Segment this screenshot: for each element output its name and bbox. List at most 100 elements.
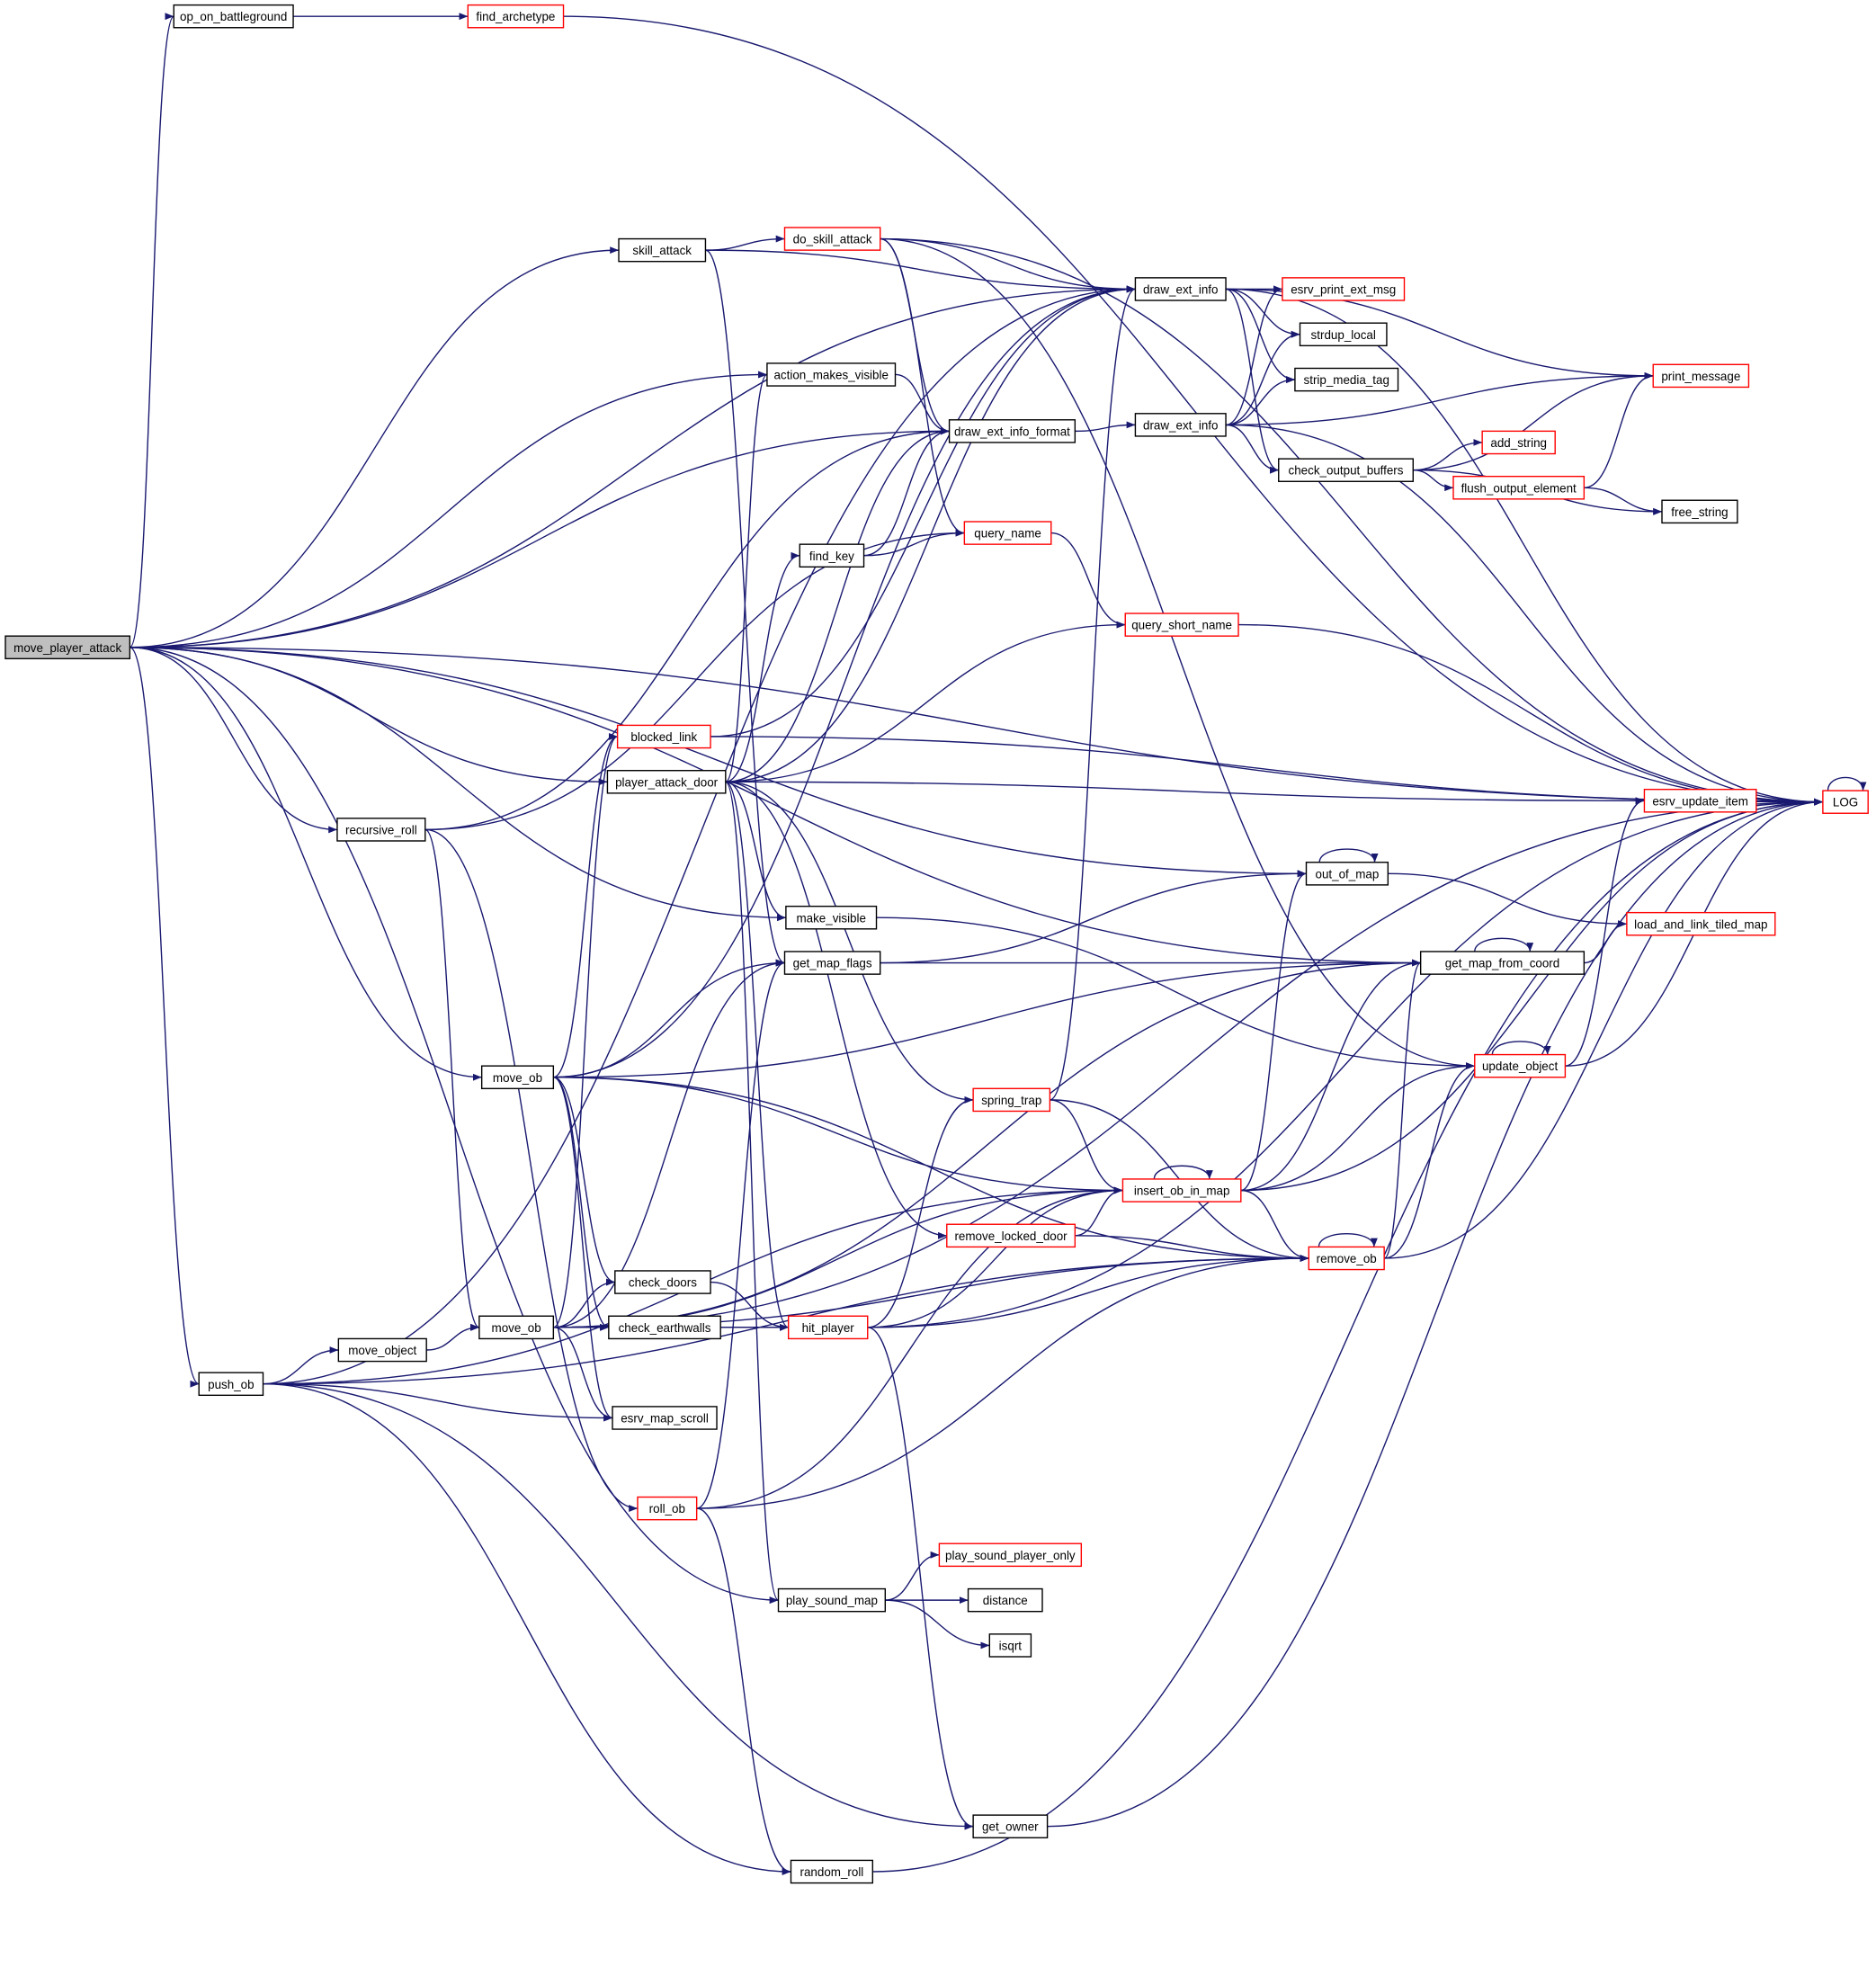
node-box bbox=[337, 1337, 427, 1363]
node-roll-ob[interactable]: roll_ob bbox=[637, 1496, 698, 1521]
node-flush-output-element[interactable]: flush_output_element bbox=[1452, 475, 1586, 500]
edge-hit_player-to-remove_ob bbox=[867, 1255, 1309, 1328]
node-add-string[interactable]: add_string bbox=[1481, 430, 1556, 455]
edge-move_player_attack-to-draw_ext_info_format bbox=[130, 427, 950, 648]
edge-push_ob-to-move_object bbox=[263, 1346, 339, 1385]
node-move-player-attack[interactable]: move_player_attack bbox=[4, 635, 131, 660]
node-move-ob-1[interactable]: move_ob bbox=[480, 1065, 555, 1090]
node-update-object[interactable]: update_object bbox=[1474, 1053, 1567, 1078]
node-box bbox=[608, 1315, 721, 1340]
node-esrv-update-item[interactable]: esrv_update_item bbox=[1643, 788, 1757, 813]
node-box bbox=[1419, 951, 1586, 975]
node-query-name[interactable]: query_name bbox=[963, 521, 1052, 545]
node-make-visible[interactable]: make_visible bbox=[785, 905, 878, 930]
node-box bbox=[1652, 363, 1750, 389]
node-check-doors[interactable]: check_doors bbox=[614, 1270, 711, 1294]
node-draw-ext-info[interactable]: draw_ext_info bbox=[1134, 277, 1227, 301]
node-box bbox=[946, 1223, 1076, 1248]
node-box bbox=[777, 1587, 887, 1613]
edge-query_short_name-to-LOG bbox=[1238, 623, 1823, 806]
node-op-on-battleground[interactable]: op_on_battleground bbox=[173, 4, 294, 29]
node-label: remove_ob bbox=[1317, 1252, 1377, 1265]
node-blocked-link[interactable]: blocked_link bbox=[616, 724, 711, 749]
edge-out_of_map-to-load_and_link_tiled_map bbox=[1388, 872, 1627, 928]
node-label: action_makes_visible bbox=[773, 369, 888, 382]
node-LOG[interactable]: LOG bbox=[1822, 790, 1869, 814]
node-recursive-roll[interactable]: recursive_roll bbox=[336, 818, 426, 842]
edge-insert_ob_in_map-to-insert_ob_in_map bbox=[1153, 1165, 1213, 1180]
node-box bbox=[1305, 862, 1389, 886]
node-esrv-map-scroll[interactable]: esrv_map_scroll bbox=[612, 1406, 718, 1430]
node-label: print_message bbox=[1661, 370, 1740, 383]
edge-player_attack_door-to-esrv_update_item bbox=[725, 781, 1645, 805]
node-box bbox=[1626, 911, 1776, 936]
node-action-makes-visible[interactable]: action_makes_visible bbox=[766, 362, 897, 387]
edge-push_ob-to-random_roll bbox=[263, 1383, 791, 1875]
edge-update_object-to-update_object bbox=[1491, 1041, 1551, 1055]
node-load-and-link-tiled-map[interactable]: load_and_link_tiled_map bbox=[1626, 911, 1776, 936]
node-box bbox=[1308, 1246, 1385, 1271]
node-isqrt[interactable]: isqrt bbox=[988, 1633, 1032, 1658]
node-strdup-local[interactable]: strdup_local bbox=[1299, 322, 1388, 347]
edge-draw_ext_info_2-to-check_output_buffers bbox=[1226, 424, 1279, 474]
node-box bbox=[1474, 1053, 1567, 1078]
node-draw-ext-info-2[interactable]: draw_ext_info bbox=[1134, 413, 1227, 437]
edge-find_archetype-to-LOG bbox=[563, 15, 1823, 806]
edge-player_attack_door-to-action_makes_visible bbox=[725, 371, 768, 782]
node-box bbox=[616, 724, 711, 749]
node-hit-player[interactable]: hit_player bbox=[787, 1315, 869, 1340]
node-do-skill-attack[interactable]: do_skill_attack bbox=[783, 227, 881, 251]
node-label: roll_ob bbox=[649, 1502, 685, 1516]
node-draw-ext-info-format[interactable]: draw_ext_info_format bbox=[948, 419, 1076, 443]
node-box bbox=[637, 1496, 698, 1521]
node-label: move_object bbox=[348, 1344, 416, 1357]
node-query-short-name[interactable]: query_short_name bbox=[1124, 612, 1239, 637]
node-box bbox=[614, 1270, 711, 1294]
node-insert-ob-in-map[interactable]: insert_ob_in_map bbox=[1121, 1178, 1242, 1203]
node-remove-locked-door[interactable]: remove_locked_door bbox=[946, 1223, 1076, 1248]
edge-do_skill_attack-to-LOG bbox=[880, 237, 1823, 806]
edge-roll_ob-to-get_map_flags bbox=[696, 959, 785, 1509]
node-label: draw_ext_info bbox=[1143, 418, 1218, 432]
node-box bbox=[790, 1859, 874, 1884]
node-label: LOG bbox=[1833, 796, 1858, 809]
edge-move_player_attack-to-skill_attack bbox=[130, 246, 620, 648]
node-push-ob[interactable]: push_ob bbox=[198, 1372, 264, 1397]
node-get-owner[interactable]: get_owner bbox=[972, 1814, 1049, 1838]
node-skill-attack[interactable]: skill_attack bbox=[618, 237, 707, 263]
node-free-string[interactable]: free_string bbox=[1661, 499, 1738, 524]
node-player-attack-door[interactable]: player_attack_door bbox=[606, 770, 727, 794]
node-remove-ob[interactable]: remove_ob bbox=[1308, 1246, 1385, 1271]
node-box bbox=[1294, 367, 1399, 392]
node-move-ob-2[interactable]: move_ob bbox=[478, 1315, 555, 1340]
node-find-key[interactable]: find_key bbox=[799, 543, 865, 568]
node-box bbox=[938, 1542, 1083, 1568]
edge-player_attack_door-to-draw_ext_info_format bbox=[725, 427, 950, 782]
edge-draw_ext_info_2-to-esrv_print_ext_msg bbox=[1225, 285, 1283, 426]
node-print-message[interactable]: print_message bbox=[1652, 363, 1750, 389]
node-move-object[interactable]: move_object bbox=[337, 1337, 427, 1363]
edge-draw_ext_info_2-to-LOG bbox=[1226, 424, 1823, 806]
node-box bbox=[173, 4, 294, 29]
node-label: get_owner bbox=[982, 1820, 1039, 1834]
node-check-output-buffers[interactable]: check_output_buffers bbox=[1278, 458, 1414, 482]
node-get-map-flags[interactable]: get_map_flags bbox=[783, 951, 881, 975]
node-out-of-map[interactable]: out_of_map bbox=[1305, 862, 1389, 886]
node-play-sound-map[interactable]: play_sound_map bbox=[777, 1587, 887, 1613]
edge-do_skill_attack-to-update_object bbox=[880, 237, 1475, 1070]
node-strip-media-tag[interactable]: strip_media_tag bbox=[1294, 367, 1399, 392]
node-random-roll[interactable]: random_roll bbox=[790, 1859, 874, 1884]
node-spring-trap[interactable]: spring_trap bbox=[972, 1087, 1051, 1113]
node-get-map-from-coord[interactable]: get_map_from_coord bbox=[1419, 951, 1586, 975]
edge-player_attack_door-to-find_key bbox=[725, 551, 800, 782]
node-play-sound-player-only[interactable]: play_sound_player_only bbox=[938, 1542, 1083, 1568]
node-find-archetype[interactable]: find_archetype bbox=[467, 4, 565, 29]
edge-draw_ext_info-to-LOG bbox=[1226, 288, 1823, 806]
node-distance[interactable]: distance bbox=[967, 1587, 1043, 1613]
edge-insert_ob_in_map-to-update_object bbox=[1240, 1062, 1475, 1192]
node-esrv-print-ext-msg[interactable]: esrv_print_ext_msg bbox=[1282, 277, 1406, 301]
node-box bbox=[480, 1065, 555, 1090]
node-box bbox=[1643, 788, 1757, 813]
node-check-earthwalls[interactable]: check_earthwalls bbox=[608, 1315, 721, 1340]
